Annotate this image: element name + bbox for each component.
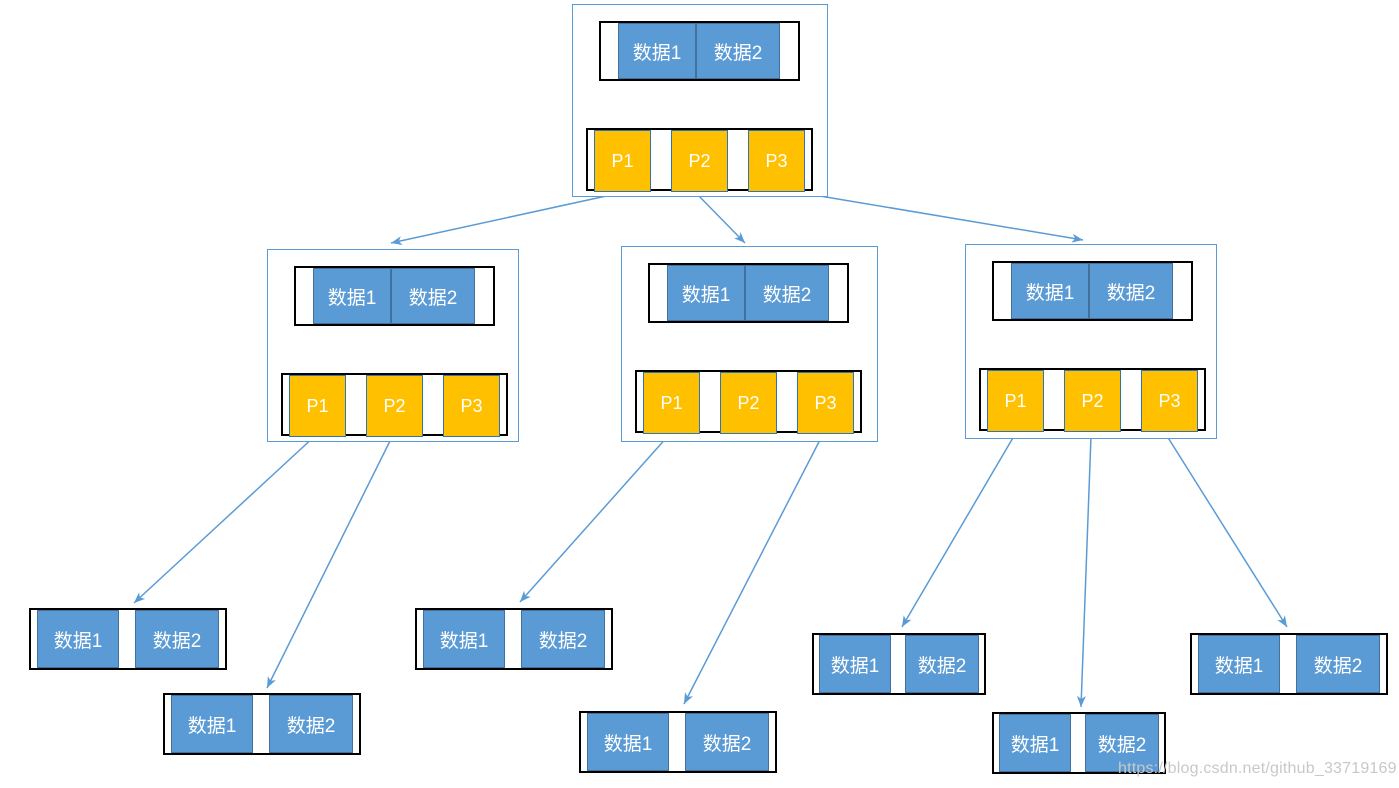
pointer-cell-p1: P1 — [594, 130, 651, 192]
data-cell-2: 数据2 — [135, 610, 219, 668]
data-cell-2: 数据2 — [745, 265, 829, 321]
data-cell-2: 数据2 — [391, 268, 475, 324]
leaf-node-5: 数据1 数据2 — [812, 633, 986, 695]
internal-left-data-row: 数据1 数据2 — [294, 266, 495, 326]
arrow-middle-p1-to-leaf-3 — [519, 435, 669, 603]
arrow-middle-p3-to-leaf-4 — [683, 435, 823, 705]
data-cell-1: 数据1 — [313, 268, 391, 324]
pointer-cell-p2: P2 — [720, 372, 777, 434]
pointer-cell-p2: P2 — [671, 130, 728, 192]
pointer-cell-p1: P1 — [643, 372, 700, 434]
data-cell-2: 数据2 — [1085, 714, 1159, 772]
leaf-node-1: 数据1 数据2 — [29, 608, 227, 670]
pointer-cell-p3: P3 — [797, 372, 854, 434]
arrow-right-p2-to-leaf-6 — [1076, 435, 1092, 708]
internal-left-pointer-row: P1 P2 P3 — [281, 373, 508, 437]
internal-middle-pointer-row: P1 P2 P3 — [635, 370, 862, 434]
pointer-cell-p3: P3 — [748, 130, 805, 192]
leaf-node-3: 数据1 数据2 — [415, 608, 613, 670]
data-cell-2: 数据2 — [521, 610, 605, 668]
data-cell-2: 数据2 — [905, 635, 979, 693]
arrow-right-p1-to-leaf-5 — [901, 435, 1015, 628]
csdn-watermark: https://blog.csdn.net/github_33719169 — [1118, 760, 1397, 777]
arrow-left-p1-to-leaf-1 — [133, 434, 317, 604]
data-cell-1: 数据1 — [667, 265, 745, 321]
leaf-node-4: 数据1 数据2 — [579, 711, 777, 773]
internal-right-data-row: 数据1 数据2 — [992, 261, 1193, 321]
internal-middle-data-row: 数据1 数据2 — [648, 263, 849, 323]
pointer-cell-p1: P1 — [987, 370, 1044, 432]
root-data-row: 数据1 数据2 — [599, 21, 800, 81]
btree-internal-node-right: 数据1 数据2 P1 P2 P3 — [965, 244, 1217, 439]
data-cell-1: 数据1 — [819, 635, 891, 693]
data-cell-2: 数据2 — [696, 23, 780, 79]
leaf-node-2: 数据1 数据2 — [163, 693, 361, 755]
leaf-node-6: 数据1 数据2 — [992, 712, 1166, 774]
data-cell-2: 数据2 — [1089, 263, 1173, 319]
data-cell-2: 数据2 — [269, 695, 353, 753]
arrow-left-p2-to-leaf-2 — [266, 434, 394, 689]
data-cell-1: 数据1 — [37, 610, 119, 668]
root-pointer-row: P1 P2 P3 — [586, 128, 813, 192]
data-cell-1: 数据1 — [587, 713, 669, 771]
arrow-root-p2-to-middle-node — [693, 190, 746, 244]
pointer-cell-p2: P2 — [366, 375, 423, 437]
data-cell-1: 数据1 — [171, 695, 253, 753]
data-cell-2: 数据2 — [685, 713, 769, 771]
pointer-cell-p1: P1 — [289, 375, 346, 437]
internal-right-pointer-row: P1 P2 P3 — [979, 368, 1206, 432]
data-cell-1: 数据1 — [1198, 635, 1280, 693]
arrow-root-p1-to-left-node — [390, 192, 621, 246]
data-cell-1: 数据1 — [423, 610, 505, 668]
pointer-cell-p3: P3 — [1141, 370, 1198, 432]
btree-root-node: 数据1 数据2 P1 P2 P3 — [572, 4, 828, 197]
btree-internal-node-left: 数据1 数据2 P1 P2 P3 — [267, 249, 519, 442]
data-cell-1: 数据1 — [1011, 263, 1089, 319]
btree-internal-node-middle: 数据1 数据2 P1 P2 P3 — [621, 246, 878, 442]
data-cell-1: 数据1 — [618, 23, 696, 79]
arrow-right-p3-to-leaf-7 — [1166, 435, 1288, 628]
data-cell-2: 数据2 — [1296, 635, 1380, 693]
leaf-node-7: 数据1 数据2 — [1190, 633, 1388, 695]
data-cell-1: 数据1 — [999, 714, 1071, 772]
pointer-cell-p2: P2 — [1064, 370, 1121, 432]
pointer-cell-p3: P3 — [443, 375, 500, 437]
